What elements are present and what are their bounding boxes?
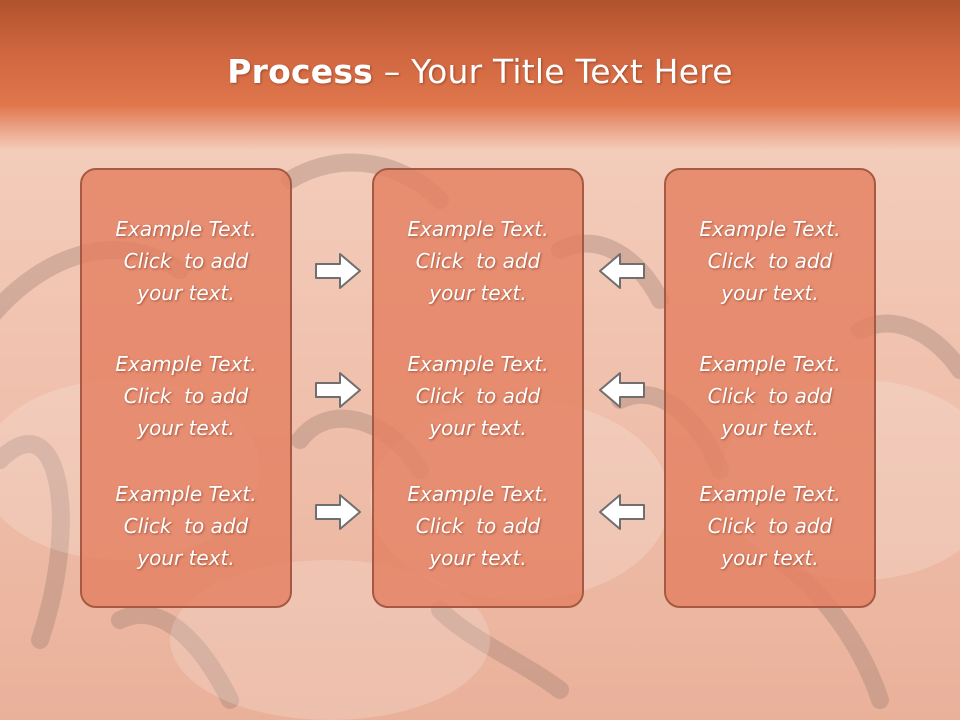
title-bar <box>0 0 960 150</box>
text-block[interactable]: Example Text. Click to add your text. <box>374 213 582 309</box>
text-line: Example Text. <box>407 217 549 241</box>
arrow-right-icon[interactable] <box>314 492 362 532</box>
text-line: Click to add <box>415 514 541 538</box>
arrow-left-icon[interactable] <box>598 492 646 532</box>
text-block[interactable]: Example Text. Click to add your text. <box>666 348 874 444</box>
text-line: your text. <box>137 546 235 570</box>
text-line: Click to add <box>707 384 833 408</box>
arrow-right-icon[interactable] <box>314 370 362 410</box>
text-block[interactable]: Example Text. Click to add your text. <box>82 478 290 574</box>
text-line: your text. <box>721 416 819 440</box>
slide-title[interactable]: Process – Your Title Text Here <box>0 52 960 91</box>
text-line: Click to add <box>123 514 249 538</box>
text-line: Click to add <box>123 249 249 273</box>
arrow-right-icon[interactable] <box>314 251 362 291</box>
text-line: Example Text. <box>699 352 841 376</box>
text-line: your text. <box>137 416 235 440</box>
text-block[interactable]: Example Text. Click to add your text. <box>374 478 582 574</box>
text-block[interactable]: Example Text. Click to add your text. <box>374 348 582 444</box>
arrow-left-icon[interactable] <box>598 251 646 291</box>
text-line: Example Text. <box>407 352 549 376</box>
text-line: Example Text. <box>115 482 257 506</box>
panel-middle[interactable]: Example Text. Click to add your text. Ex… <box>372 168 584 608</box>
text-line: Click to add <box>707 249 833 273</box>
text-line: your text. <box>721 281 819 305</box>
slide-title-bold: Process <box>227 52 374 91</box>
text-line: Example Text. <box>699 217 841 241</box>
text-line: your text. <box>137 281 235 305</box>
text-line: your text. <box>429 416 527 440</box>
text-line: Click to add <box>707 514 833 538</box>
text-line: Example Text. <box>699 482 841 506</box>
text-line: Click to add <box>123 384 249 408</box>
text-line: Example Text. <box>407 482 549 506</box>
text-block[interactable]: Example Text. Click to add your text. <box>82 213 290 309</box>
text-line: Click to add <box>415 249 541 273</box>
text-line: Click to add <box>415 384 541 408</box>
arrow-left-icon[interactable] <box>598 370 646 410</box>
text-block[interactable]: Example Text. Click to add your text. <box>82 348 290 444</box>
text-block[interactable]: Example Text. Click to add your text. <box>666 213 874 309</box>
text-line: your text. <box>721 546 819 570</box>
text-line: your text. <box>429 281 527 305</box>
text-line: Example Text. <box>115 352 257 376</box>
text-line: your text. <box>429 546 527 570</box>
panel-right[interactable]: Example Text. Click to add your text. Ex… <box>664 168 876 608</box>
text-line: Example Text. <box>115 217 257 241</box>
panel-left[interactable]: Example Text. Click to add your text. Ex… <box>80 168 292 608</box>
text-block[interactable]: Example Text. Click to add your text. <box>666 478 874 574</box>
slide-title-rest: – Your Title Text Here <box>373 52 733 91</box>
